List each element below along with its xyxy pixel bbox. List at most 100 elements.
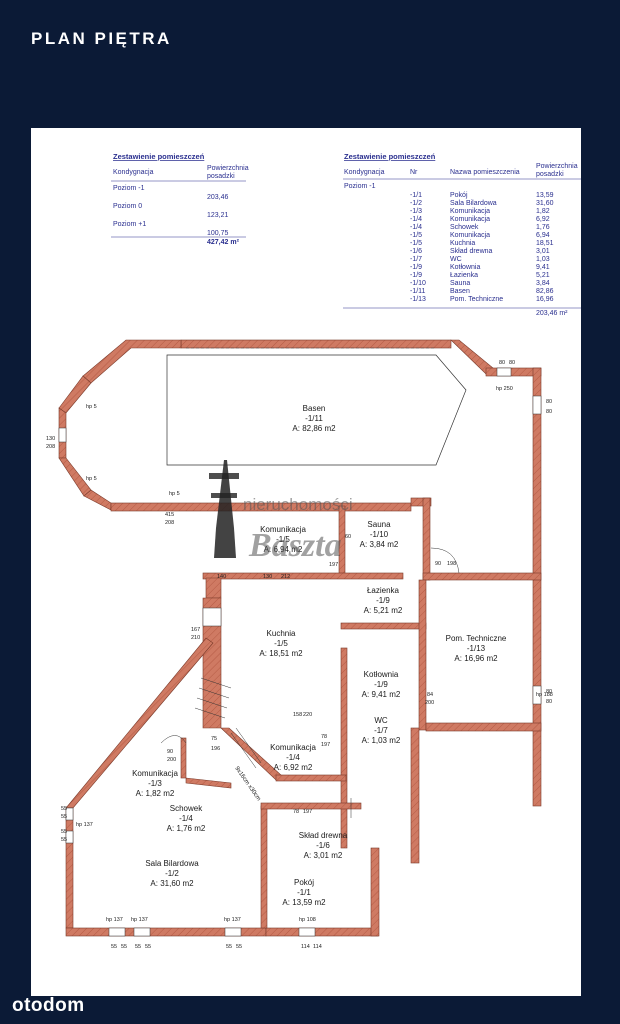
detail-row-area: 1,03 (536, 256, 550, 263)
svg-text:55: 55 (135, 944, 141, 950)
svg-text:90: 90 (435, 561, 441, 567)
svg-text:-1/2: -1/2 (165, 869, 179, 878)
svg-text:208: 208 (165, 520, 174, 526)
svg-text:Kotłownia: Kotłownia (364, 670, 399, 679)
detail-row-area: 1,76 (536, 224, 550, 231)
detail-row-area: 1,82 (536, 208, 550, 215)
room-labels: Basen-1/11A: 82,86 m2 Komunikacja-1/5A: … (132, 404, 507, 907)
svg-text:A: 16,96 m2: A: 16,96 m2 (454, 654, 498, 663)
detail-row-name: Schowek (450, 224, 479, 231)
svg-text:210: 210 (191, 635, 200, 641)
detail-row-nr: -1/3 (410, 208, 422, 215)
svg-text:Pokój: Pokój (294, 878, 314, 887)
svg-text:hp 5: hp 5 (86, 404, 97, 410)
windows (58, 367, 542, 937)
summary-col-area-1: Powierzchnia (207, 165, 249, 172)
svg-text:A: 31,60 m2: A: 31,60 m2 (150, 879, 194, 888)
detail-table-title: Zestawienie pomieszczeń (344, 152, 436, 161)
tower-logo-icon (214, 460, 236, 558)
svg-text:80: 80 (499, 360, 505, 366)
detail-row-nr: -1/6 (410, 248, 422, 255)
svg-text:78: 78 (293, 809, 299, 815)
svg-text:200: 200 (425, 700, 434, 706)
detail-row-area: 3,01 (536, 248, 550, 255)
detail-row-name: Komunikacja (450, 208, 490, 215)
svg-text:hp 137: hp 137 (224, 917, 241, 923)
detail-row-area: 9,41 (536, 264, 550, 271)
detail-col-area-1: Powierzchnia (536, 163, 578, 170)
room-lazienka: Łazienka-1/9A: 5,21 m2 (364, 586, 403, 615)
svg-text:80: 80 (509, 360, 515, 366)
detail-table: Zestawienie pomieszczeń Kondygnacja Nr N… (343, 152, 581, 317)
svg-text:hp 108: hp 108 (299, 917, 316, 923)
room-kotlownia: Kotłownia-1/9A: 9,41 m2 (362, 670, 401, 699)
summary-row-area: 203,46 (207, 194, 229, 201)
svg-text:55: 55 (145, 944, 151, 950)
detail-row-area: 6,92 (536, 216, 550, 223)
svg-text:55: 55 (61, 837, 67, 843)
summary-row-level: Poziom -1 (113, 185, 145, 192)
svg-text:Pom. Techniczne: Pom. Techniczne (446, 634, 507, 643)
room-pokoj: Pokój-1/1A: 13,59 m2 (282, 878, 326, 907)
detail-row-area: 16,96 (536, 296, 554, 303)
detail-col-kondygnacja: Kondygnacja (344, 169, 385, 176)
svg-text:Skład drewna: Skład drewna (299, 831, 348, 840)
detail-row-area: 6,94 (536, 232, 550, 239)
detail-row-name: Pom. Techniczne (450, 296, 503, 303)
walls (58, 339, 542, 937)
detail-level: Poziom -1 (344, 183, 376, 190)
svg-text:140: 140 (217, 574, 226, 580)
detail-row-name: Komunikacja (450, 232, 490, 239)
svg-text:130: 130 (263, 574, 272, 580)
svg-text:Schowek: Schowek (170, 804, 203, 813)
room-sauna: Sauna-1/10A: 3,84 m2 (360, 520, 399, 549)
svg-text:A: 5,21 m2: A: 5,21 m2 (364, 606, 403, 615)
svg-text:158: 158 (293, 712, 302, 718)
floor-plan-sheet: Zestawienie pomieszczeń Kondygnacja Powi… (31, 128, 581, 996)
detail-row-area: 5,21 (536, 272, 550, 279)
detail-row-name: Sala Bilardowa (450, 200, 497, 207)
summary-col-area-2: posadzki (207, 173, 235, 180)
svg-text:90: 90 (167, 749, 173, 755)
detail-row-area: 82,86 (536, 288, 554, 295)
detail-row-name: WC (450, 256, 462, 263)
detail-col-nr: Nr (410, 169, 418, 176)
svg-text:55: 55 (236, 944, 242, 950)
svg-text:84: 84 (427, 692, 433, 698)
svg-text:80: 80 (546, 399, 552, 405)
svg-text:80: 80 (546, 409, 552, 415)
svg-text:hp 5: hp 5 (86, 476, 97, 482)
detail-row-name: Pokój (450, 192, 468, 199)
room-kuchnia: Kuchnia-1/5A: 18,51 m2 (259, 629, 303, 658)
stairs (194, 677, 262, 769)
svg-text:hp 5: hp 5 (169, 491, 180, 497)
svg-text:-1/5: -1/5 (274, 639, 288, 648)
svg-text:Sauna: Sauna (367, 520, 391, 529)
svg-text:Komunikacja: Komunikacja (260, 525, 306, 534)
svg-text:-1/7: -1/7 (374, 726, 388, 735)
detail-row-nr: -1/2 (410, 200, 422, 207)
detail-row-area: 18,51 (536, 240, 554, 247)
svg-text:197: 197 (329, 562, 338, 568)
svg-text:198: 198 (447, 561, 456, 567)
svg-text:hp 188: hp 188 (536, 692, 553, 698)
svg-text:55: 55 (61, 829, 67, 835)
detail-row-nr: -1/7 (410, 256, 422, 263)
watermark: nieruchomości Baszta (209, 460, 353, 564)
svg-text:220: 220 (303, 712, 312, 718)
svg-text:Kuchnia: Kuchnia (267, 629, 296, 638)
detail-row-name: Kotłownia (450, 264, 480, 271)
otodom-logo: otodom (12, 995, 85, 1016)
detail-col-area-2: posadzki (536, 171, 564, 178)
summary-row-area: 123,21 (207, 212, 229, 219)
detail-row-name: Kuchnia (450, 240, 475, 247)
detail-total: 203,46 m² (536, 310, 568, 317)
detail-row-nr: -1/10 (410, 280, 426, 287)
svg-text:60: 60 (345, 534, 351, 540)
detail-row-area: 31,60 (536, 200, 554, 207)
svg-text:415: 415 (165, 512, 174, 518)
pool-outline (166, 354, 467, 466)
svg-text:-1/3: -1/3 (148, 779, 162, 788)
detail-row-name: Łazienka (450, 272, 478, 279)
svg-text:196: 196 (211, 746, 220, 752)
